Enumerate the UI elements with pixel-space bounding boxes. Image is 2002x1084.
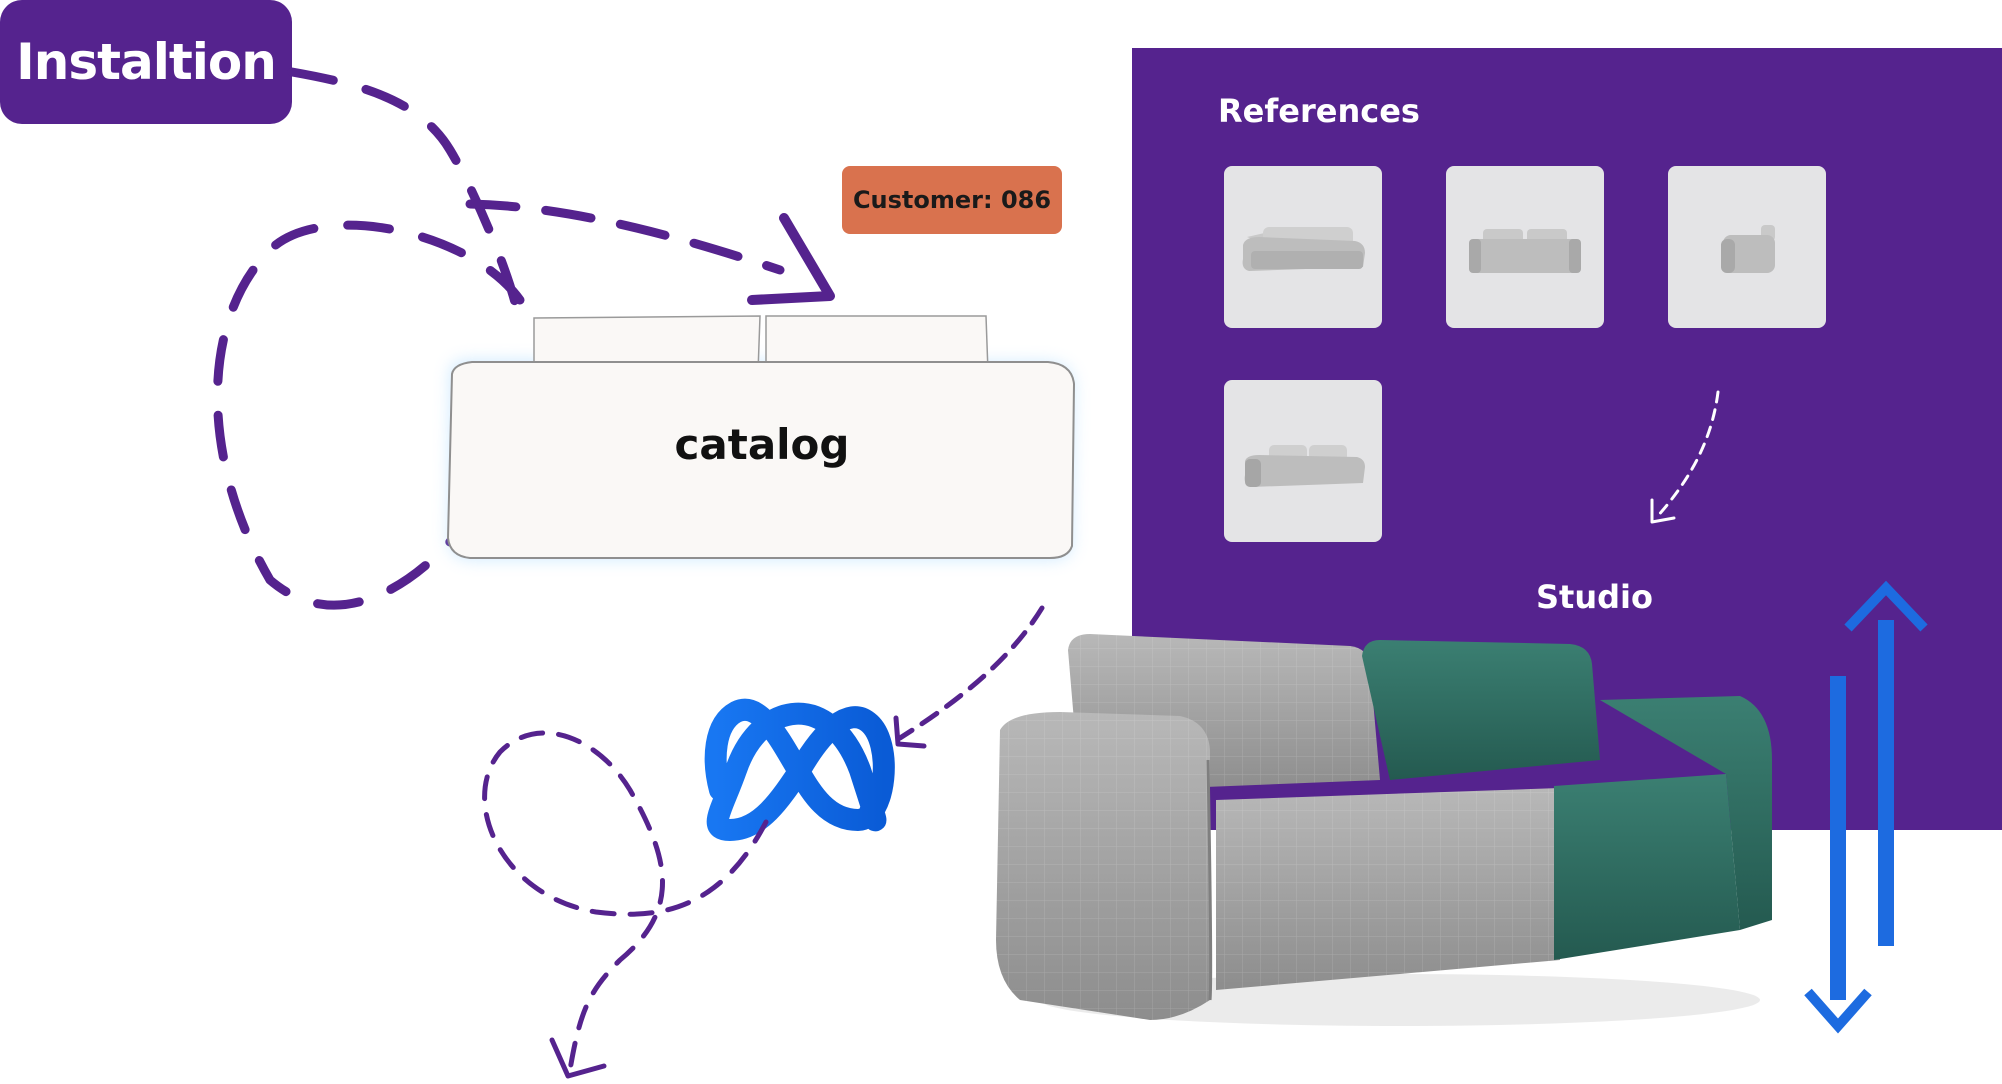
customer-tag: Customer: 086 [842, 166, 1062, 234]
meta-to-output-arrow [482, 730, 769, 1079]
reference-card[interactable] [1446, 166, 1604, 328]
catalog-to-meta-arrow [893, 605, 1045, 749]
reference-card[interactable] [1224, 166, 1382, 328]
sofa-side-view-icon [1721, 225, 1775, 273]
catalog-label: catalog [674, 420, 850, 469]
sofa-angle-view-icon [1244, 445, 1365, 487]
installation-label: Instaltion [16, 33, 277, 91]
reference-card[interactable] [1224, 380, 1382, 542]
reference-card[interactable] [1668, 166, 1826, 328]
references-to-studio-arrow [1650, 390, 1720, 524]
installation-badge: Instaltion [0, 0, 292, 124]
catalog-sofa-shape [446, 315, 1076, 560]
references-title: References [1218, 92, 1420, 130]
installation-flow-arrow [213, 67, 835, 610]
studio-title: Studio [1536, 578, 1653, 616]
up-down-arrows-icon [1804, 580, 1928, 1034]
meta-infinity-logo-icon [704, 698, 895, 841]
sofa-angle-view-icon [1242, 227, 1365, 271]
sofa-front-view-icon [1469, 229, 1581, 273]
studio-sofa-image [996, 634, 1772, 1026]
customer-label: Customer: 086 [852, 186, 1052, 214]
